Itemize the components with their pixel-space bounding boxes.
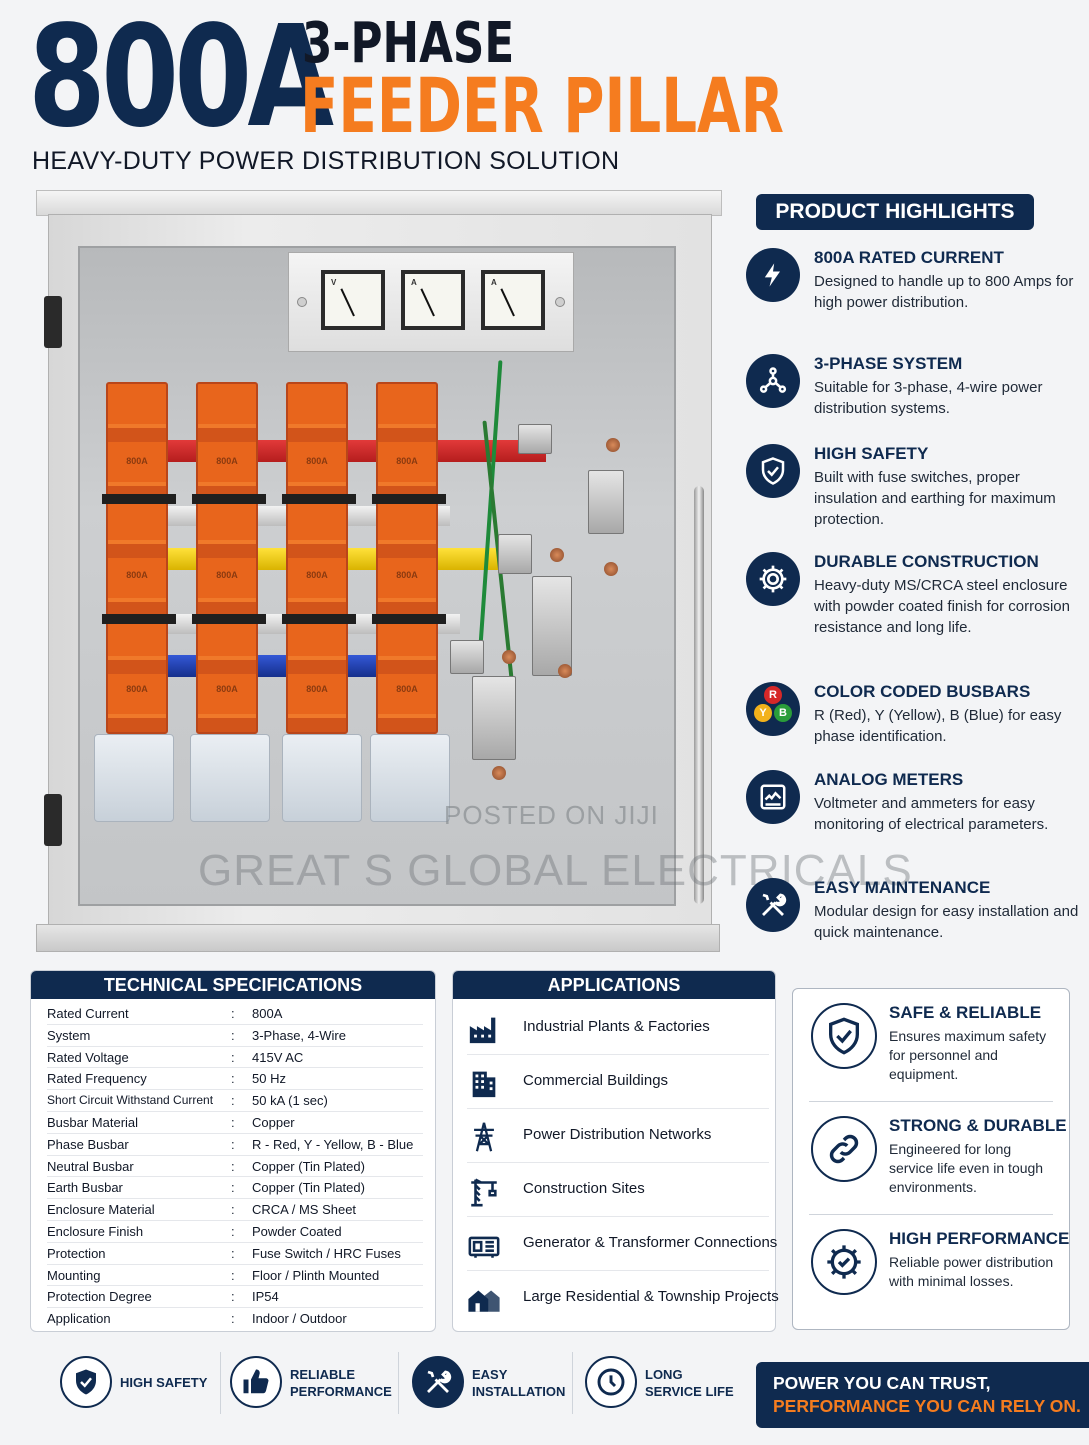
fuse-switch: 800A 800A 800A <box>372 382 446 734</box>
badge-high-safety: HIGH SAFETY <box>60 1352 220 1414</box>
cabinet-top <box>36 190 722 216</box>
fuse-cover <box>94 734 174 822</box>
terminal-block <box>588 470 624 534</box>
table-row: Phase Busbar:R - Red, Y - Yellow, B - Bl… <box>47 1134 423 1156</box>
ammeter: A <box>401 270 465 330</box>
building-icon <box>467 1066 501 1100</box>
cabinet-base <box>36 924 720 952</box>
three-phase-icon <box>746 354 800 408</box>
divider <box>572 1352 573 1414</box>
list-item: Industrial Plants & Factories <box>467 1001 769 1055</box>
bolt-icon <box>558 664 572 678</box>
table-row: Mounting:Floor / Plinth Mounted <box>47 1265 423 1287</box>
benefits-panel: SAFE & RELIABLE Ensures maximum safety f… <box>792 988 1070 1330</box>
applications-list: Industrial Plants & Factories Commercial… <box>453 999 779 1325</box>
rating-title: 800A <box>28 0 334 159</box>
gear-icon <box>746 552 800 606</box>
factory-icon <box>467 1012 501 1046</box>
door-handle <box>694 486 704 904</box>
ammeter: A <box>481 270 545 330</box>
screw-icon <box>555 297 565 307</box>
fuse-switch: 800A 800A 800A <box>192 382 266 734</box>
fuse-cover <box>370 734 450 822</box>
bolt-icon <box>550 548 564 562</box>
badge-easy-installation: EASY INSTALLATION <box>412 1352 572 1414</box>
table-row: System:3-Phase, 4-Wire <box>47 1025 423 1047</box>
tools-icon <box>412 1356 464 1408</box>
highlights-heading: PRODUCT HIGHLIGHTS <box>756 194 1034 230</box>
generator-icon <box>467 1228 501 1262</box>
badge-long-service-life: LONG SERVICE LIFE <box>585 1352 745 1414</box>
fuse-switch: 800A 800A 800A <box>102 382 176 734</box>
divider <box>398 1352 399 1414</box>
pylon-icon <box>467 1120 501 1154</box>
list-item: Large Residential & Township Projects <box>467 1271 779 1325</box>
bolt-icon <box>492 766 506 780</box>
slogan-banner: POWER YOU CAN TRUST, PERFORMANCE YOU CAN… <box>756 1362 1089 1428</box>
fuse-cover <box>282 734 362 822</box>
product-title: FEEDER PILLAR <box>300 61 784 150</box>
table-row: Application:Indoor / Outdoor <box>47 1311 347 1327</box>
thumbs-up-icon <box>230 1356 282 1408</box>
list-item: Construction Sites <box>467 1163 769 1217</box>
terminal-block <box>532 576 572 676</box>
table-row: Protection:Fuse Switch / HRC Fuses <box>47 1243 423 1265</box>
houses-icon <box>467 1282 501 1316</box>
list-item: Power Distribution Networks <box>467 1109 769 1163</box>
tagline: HEAVY-DUTY POWER DISTRIBUTION SOLUTION <box>32 147 620 175</box>
slogan-line-2: PERFORMANCE YOU CAN RELY ON. <box>773 1396 1081 1416</box>
bolt-icon <box>604 562 618 576</box>
tools-icon <box>746 878 800 932</box>
terminal-block <box>498 534 532 574</box>
screw-icon <box>297 297 307 307</box>
specs-heading: TECHNICAL SPECIFICATIONS <box>31 971 435 999</box>
terminal-block <box>450 640 484 674</box>
specs-table: Rated Current:800A System:3-Phase, 4-Wir… <box>31 999 435 1330</box>
shield-icon <box>746 444 800 498</box>
list-item: Generator & Transformer Connections <box>467 1217 777 1271</box>
phase-title: 3-PHASE <box>302 11 515 76</box>
shield-check-icon <box>811 1003 877 1069</box>
hinge-icon <box>44 296 62 348</box>
hinge-icon <box>44 794 62 846</box>
table-row: Neutral Busbar:Copper (Tin Plated) <box>47 1156 423 1178</box>
fuse-cover <box>190 734 270 822</box>
table-row: Enclosure Finish:Powder Coated <box>47 1221 423 1243</box>
crane-icon <box>467 1174 501 1208</box>
rgb-dots-icon: R Y B <box>746 682 800 736</box>
chain-link-icon <box>811 1116 877 1182</box>
benefit-strong-durable: STRONG & DURABLE Engineered for long ser… <box>809 1102 1067 1215</box>
table-row: Enclosure Material:CRCA / MS Sheet <box>47 1199 423 1221</box>
gear-check-icon <box>811 1229 877 1295</box>
badge-reliable-performance: RELIABLE PERFORMANCE <box>230 1352 396 1414</box>
table-row: Rated Frequency:50 Hz <box>47 1068 423 1091</box>
table-row: Busbar Material:Copper <box>47 1112 423 1134</box>
shield-check-icon <box>60 1356 112 1408</box>
slogan-line-1: POWER YOU CAN TRUST, <box>773 1373 991 1393</box>
watermark-brand: GREAT S GLOBAL ELECTRICALS <box>198 846 913 895</box>
list-item: Commercial Buildings <box>467 1055 769 1109</box>
meter-panel: V A A <box>288 252 574 352</box>
terminal-block <box>518 424 552 454</box>
specs-panel: TECHNICAL SPECIFICATIONS Rated Current:8… <box>30 970 436 1332</box>
bolt-icon <box>606 438 620 452</box>
benefit-high-performance: HIGH PERFORMANCE Reliable power distribu… <box>809 1215 1069 1328</box>
watermark-posted: POSTED ON JIJI <box>444 800 659 830</box>
clock-icon <box>585 1356 637 1408</box>
table-row: Short Circuit Withstand Current:50 kA (1… <box>47 1090 423 1112</box>
divider <box>220 1352 221 1414</box>
bolt-icon <box>502 650 516 664</box>
terminal-block <box>472 676 516 760</box>
table-row: Earth Busbar:Copper (Tin Plated) <box>47 1177 423 1200</box>
lightning-icon <box>746 248 800 302</box>
applications-panel: APPLICATIONS Industrial Plants & Factori… <box>452 970 779 1332</box>
table-row: Rated Current:800A <box>47 1003 423 1025</box>
applications-heading: APPLICATIONS <box>453 971 775 999</box>
table-row: Rated Voltage:415V AC <box>47 1047 423 1069</box>
benefit-safe-reliable: SAFE & RELIABLE Ensures maximum safety f… <box>809 989 1053 1102</box>
table-row: Protection Degree:IP54 <box>47 1286 423 1309</box>
fuse-switch: 800A 800A 800A <box>282 382 356 734</box>
meter-icon <box>746 770 800 824</box>
voltmeter: V <box>321 270 385 330</box>
